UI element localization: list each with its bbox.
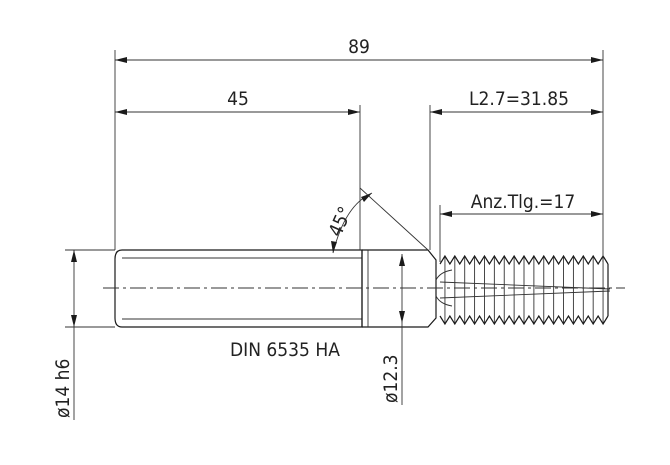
dimension-shank-diameter: ø14 h6 — [52, 250, 77, 420]
shank-diameter-label: ø14 h6 — [52, 359, 74, 418]
thread-crest-top — [439, 254, 609, 266]
shank — [114, 249, 363, 328]
tooth-count-label: Anz.Tlg.=17 — [471, 191, 575, 213]
standard-label: DIN 6535 HA — [230, 339, 340, 361]
dimension-tooth-count: Anz.Tlg.=17 — [440, 191, 603, 217]
thread-section — [439, 254, 611, 326]
neck-diameter-label: ø12.3 — [380, 354, 402, 403]
dimension-chamfer-angle: 45° — [324, 187, 429, 254]
shank-length-label: 45 — [227, 88, 249, 110]
thread-crest-bottom — [439, 314, 609, 326]
dimension-neck-diameter: ø12.3 — [380, 254, 405, 405]
extension-lines — [65, 50, 604, 328]
dimension-overall-length: 89 — [115, 36, 603, 63]
dimension-thread-length: L2.7=31.85 — [430, 88, 603, 115]
dimension-shank-length: 45 — [115, 88, 360, 115]
overall-length-label: 89 — [348, 36, 370, 58]
thread-length-label: L2.7=31.85 — [469, 88, 569, 110]
